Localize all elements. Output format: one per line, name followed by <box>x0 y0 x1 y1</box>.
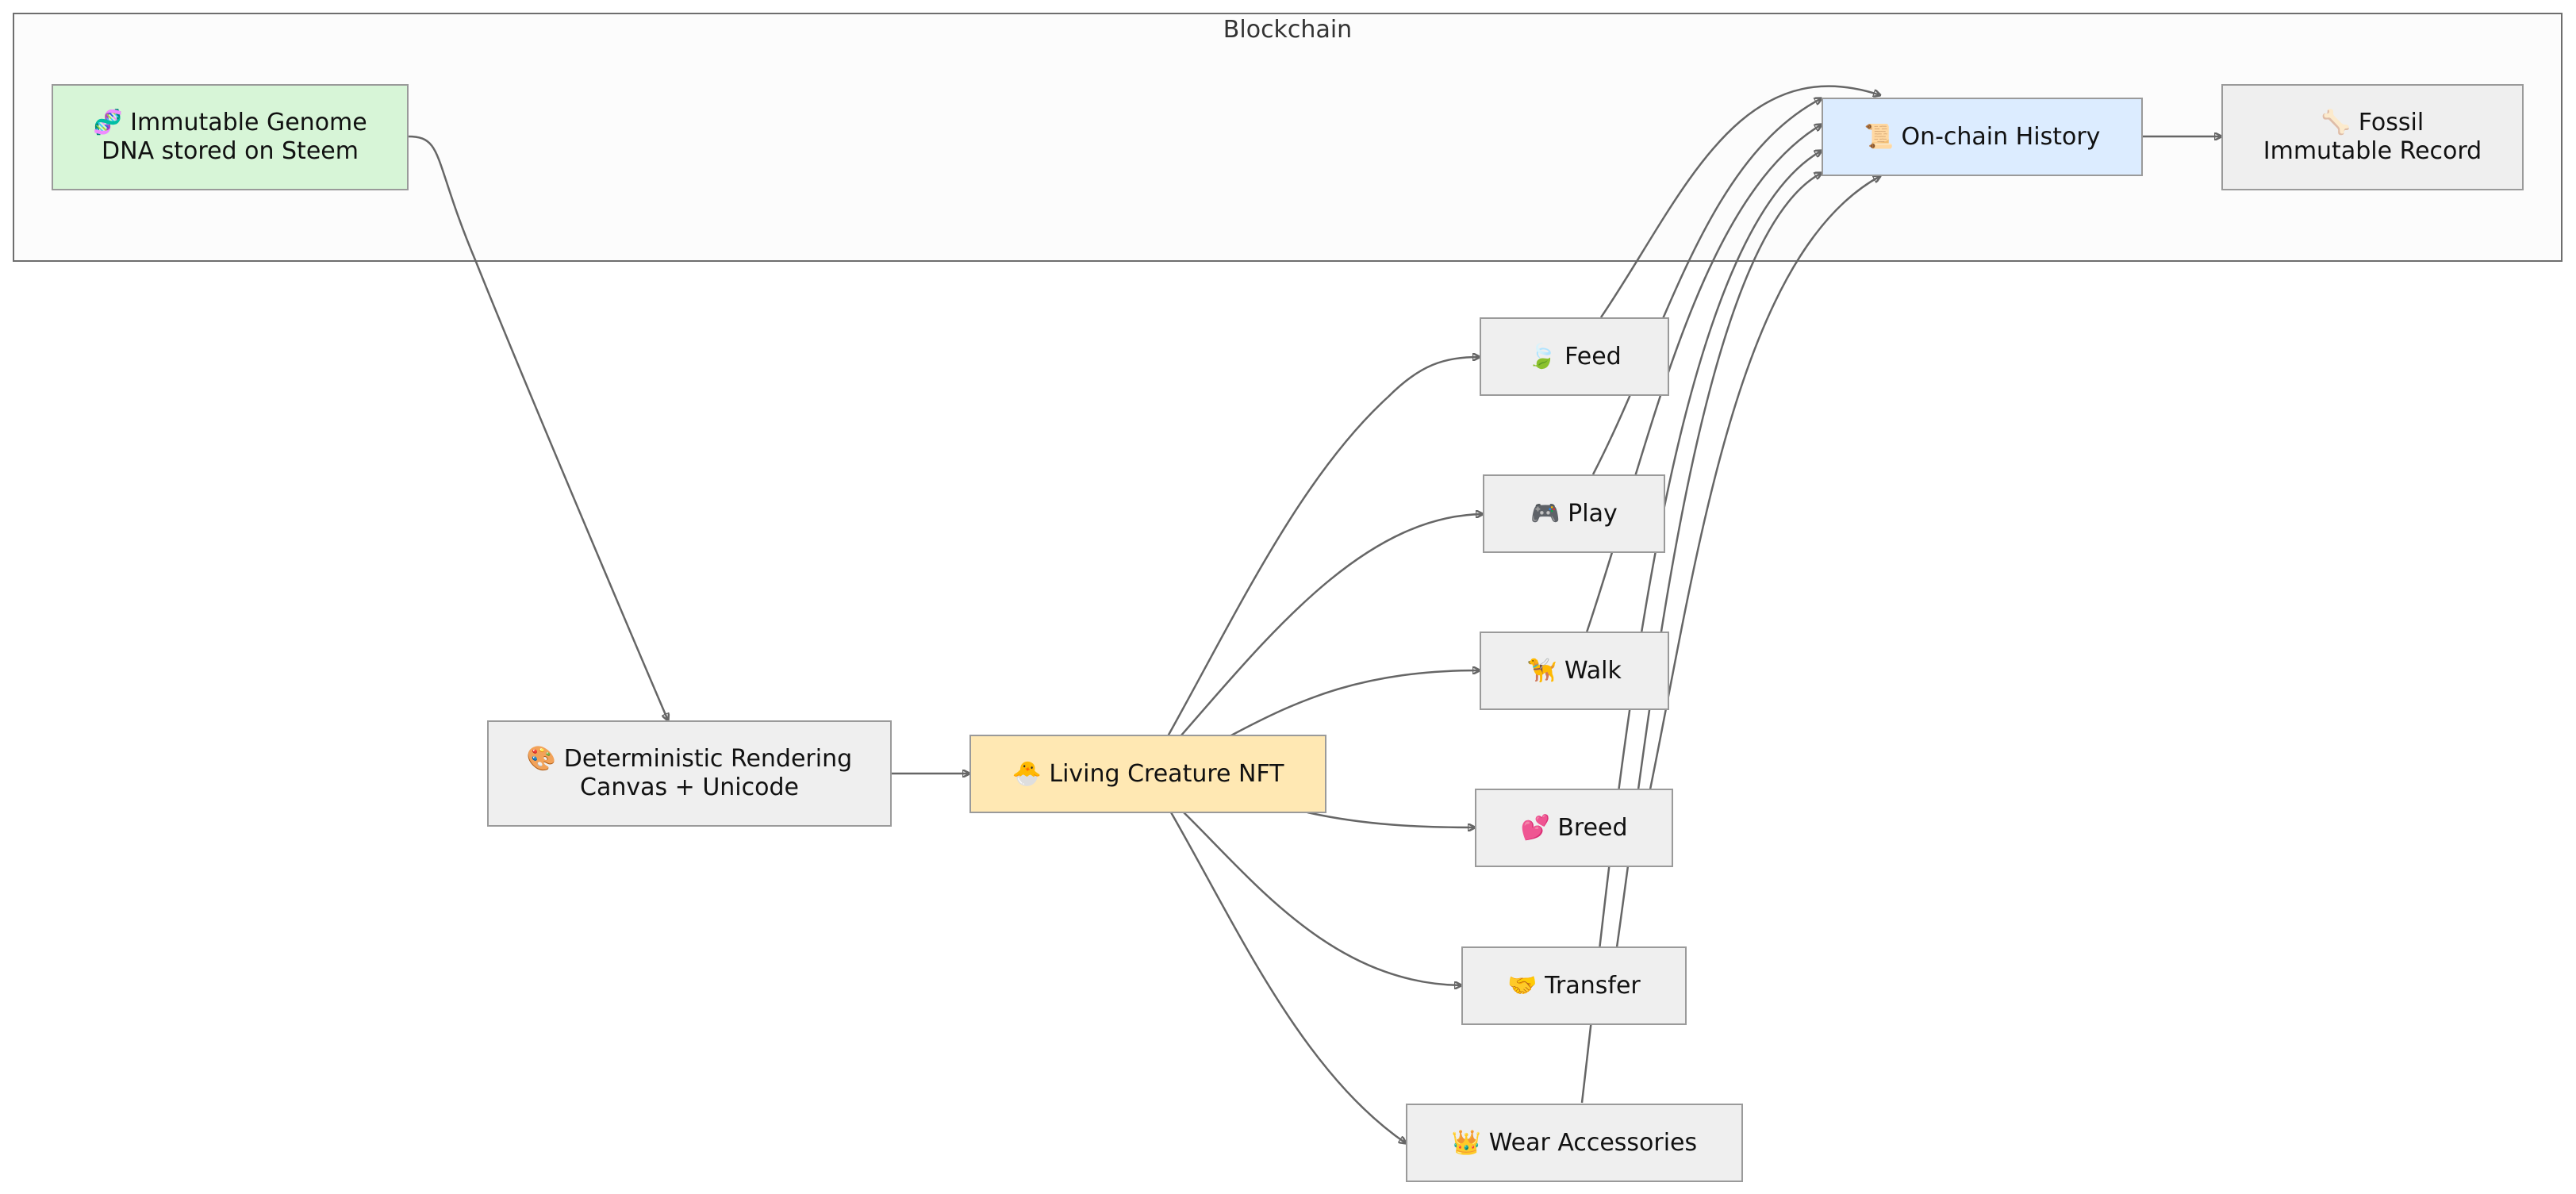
node-living-creature-nft[interactable]: 🐣 Living Creature NFT <box>969 735 1326 813</box>
node-label-line1: 🤝 Transfer <box>1507 971 1641 1000</box>
edge-genome-rendering <box>407 135 668 720</box>
node-label-line2: Immutable Record <box>2263 137 2482 165</box>
node-label-line2: Canvas + Unicode <box>580 774 799 801</box>
edge-creature-walk <box>1229 670 1480 738</box>
node-label-line1: 📜 On-chain History <box>1864 122 2101 151</box>
node-label-line1: 🧬 Immutable Genome <box>93 109 367 136</box>
node-walk[interactable]: 🦮 Walk <box>1480 632 1669 710</box>
edge-creature-transfer <box>1183 812 1461 985</box>
cluster-label: Blockchain <box>1223 16 1353 44</box>
node-label-line1: 🎮 Play <box>1530 499 1618 528</box>
edge-creature-accessories <box>1169 812 1406 1143</box>
edge-breed-history <box>1649 176 1880 790</box>
edge-creature-play <box>1180 514 1483 737</box>
edge-creature-breed <box>1307 811 1475 827</box>
node-on-chain-history[interactable]: 📜 On-chain History <box>1822 98 2143 176</box>
edge-creature-feed <box>1166 357 1480 737</box>
node-label-line2: DNA stored on Steem <box>102 137 359 165</box>
node-label-line1: 🐣 Living Creature NFT <box>1012 759 1284 788</box>
node-label-line1: 🦮 Walk <box>1527 656 1622 685</box>
node-feed[interactable]: 🍃 Feed <box>1480 317 1669 396</box>
node-play[interactable]: 🎮 Play <box>1483 474 1665 553</box>
node-label-line1: 🎨 Deterministic Rendering <box>526 745 853 773</box>
node-breed[interactable]: 💕 Breed <box>1475 789 1673 867</box>
node-label-line1: 🦴 Fossil <box>2321 109 2424 136</box>
node-label-line1: 💕 Breed <box>1520 813 1628 842</box>
node-immutable-genome[interactable]: 🧬 Immutable Genome DNA stored on Steem <box>52 84 409 190</box>
node-deterministic-rendering[interactable]: 🎨 Deterministic Rendering Canvas + Unico… <box>487 720 892 827</box>
node-transfer[interactable]: 🤝 Transfer <box>1461 946 1687 1025</box>
node-wear-accessories[interactable]: 👑 Wear Accessories <box>1406 1104 1743 1182</box>
node-label-line1: 👑 Wear Accessories <box>1451 1128 1698 1157</box>
node-label-line1: 🍃 Feed <box>1527 342 1622 370</box>
node-fossil[interactable]: 🦴 Fossil Immutable Record <box>2221 84 2524 190</box>
edge-feed-history <box>1599 85 1880 318</box>
edge-play-history <box>1591 98 1822 475</box>
